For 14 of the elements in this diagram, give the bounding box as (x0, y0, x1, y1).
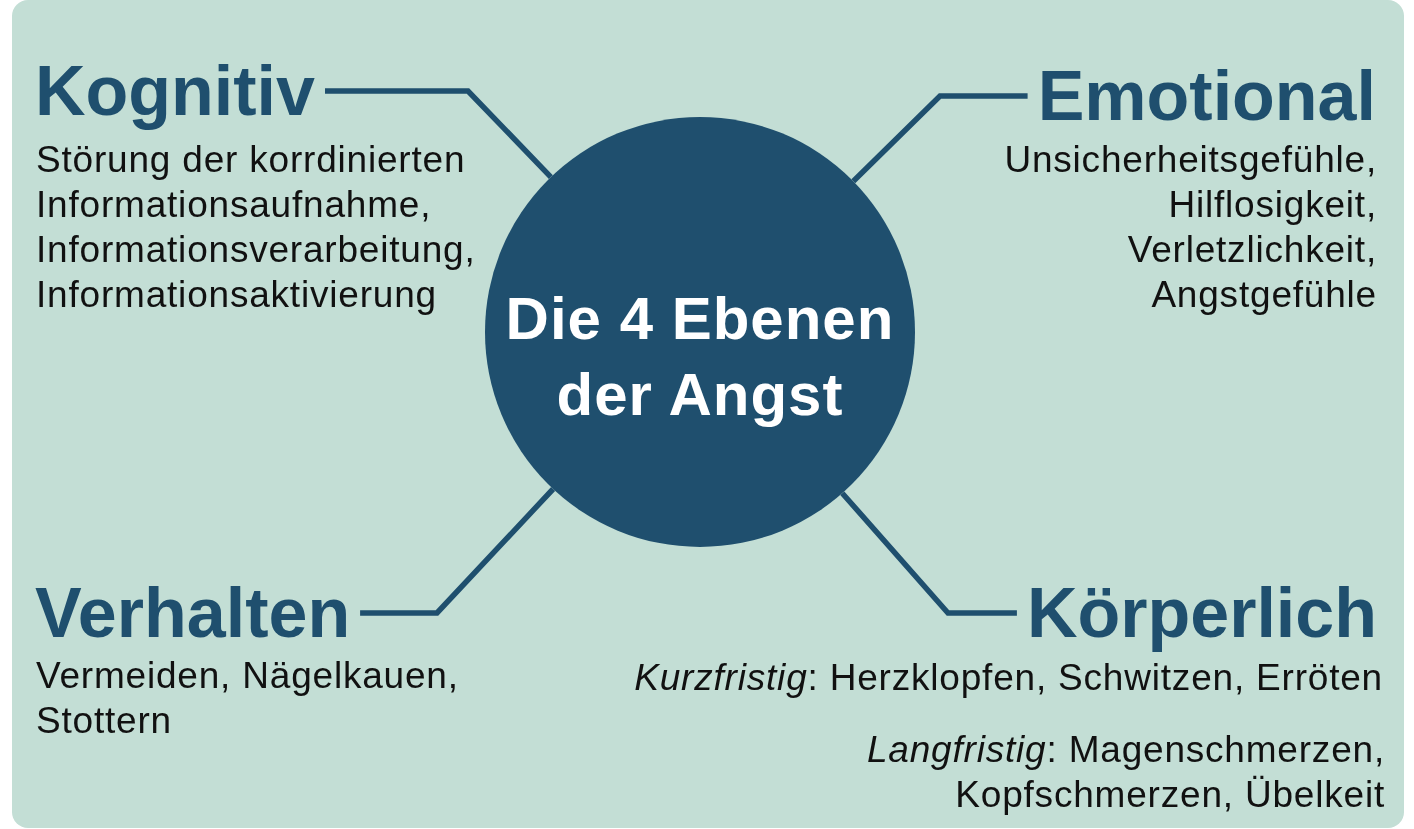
description-text: Störung der korrdinierten Informationsaufnahme, Informationsverarbeitung, Informationsaktivierung (36, 138, 477, 317)
connector-line (360, 487, 556, 616)
category-heading: Verhalten (35, 573, 351, 653)
connector-line (840, 491, 1017, 616)
description-text: Kurzfristig: Herzklopfen, Schwitzen, Erröten (633, 656, 1383, 700)
connector-line (325, 88, 553, 179)
description-text: Vermeiden, Nägelkauen, Stottern (36, 654, 460, 743)
circle-title: Die 4 Ebenen der Angst (505, 284, 895, 430)
description-text: Unsicherheitsgefühle, Hilflosigkeit, Verletzlichkeit, Angstgefühle (1003, 138, 1377, 317)
category-heading: Emotional (1037, 56, 1376, 136)
connector-line (851, 93, 1028, 184)
category-heading: Körperlich (1026, 573, 1377, 653)
description-text: Langfristig: Magenschmerzen, Kopfschmerzen, Übelkeit (865, 728, 1385, 817)
category-heading: Kognitiv (35, 51, 315, 131)
